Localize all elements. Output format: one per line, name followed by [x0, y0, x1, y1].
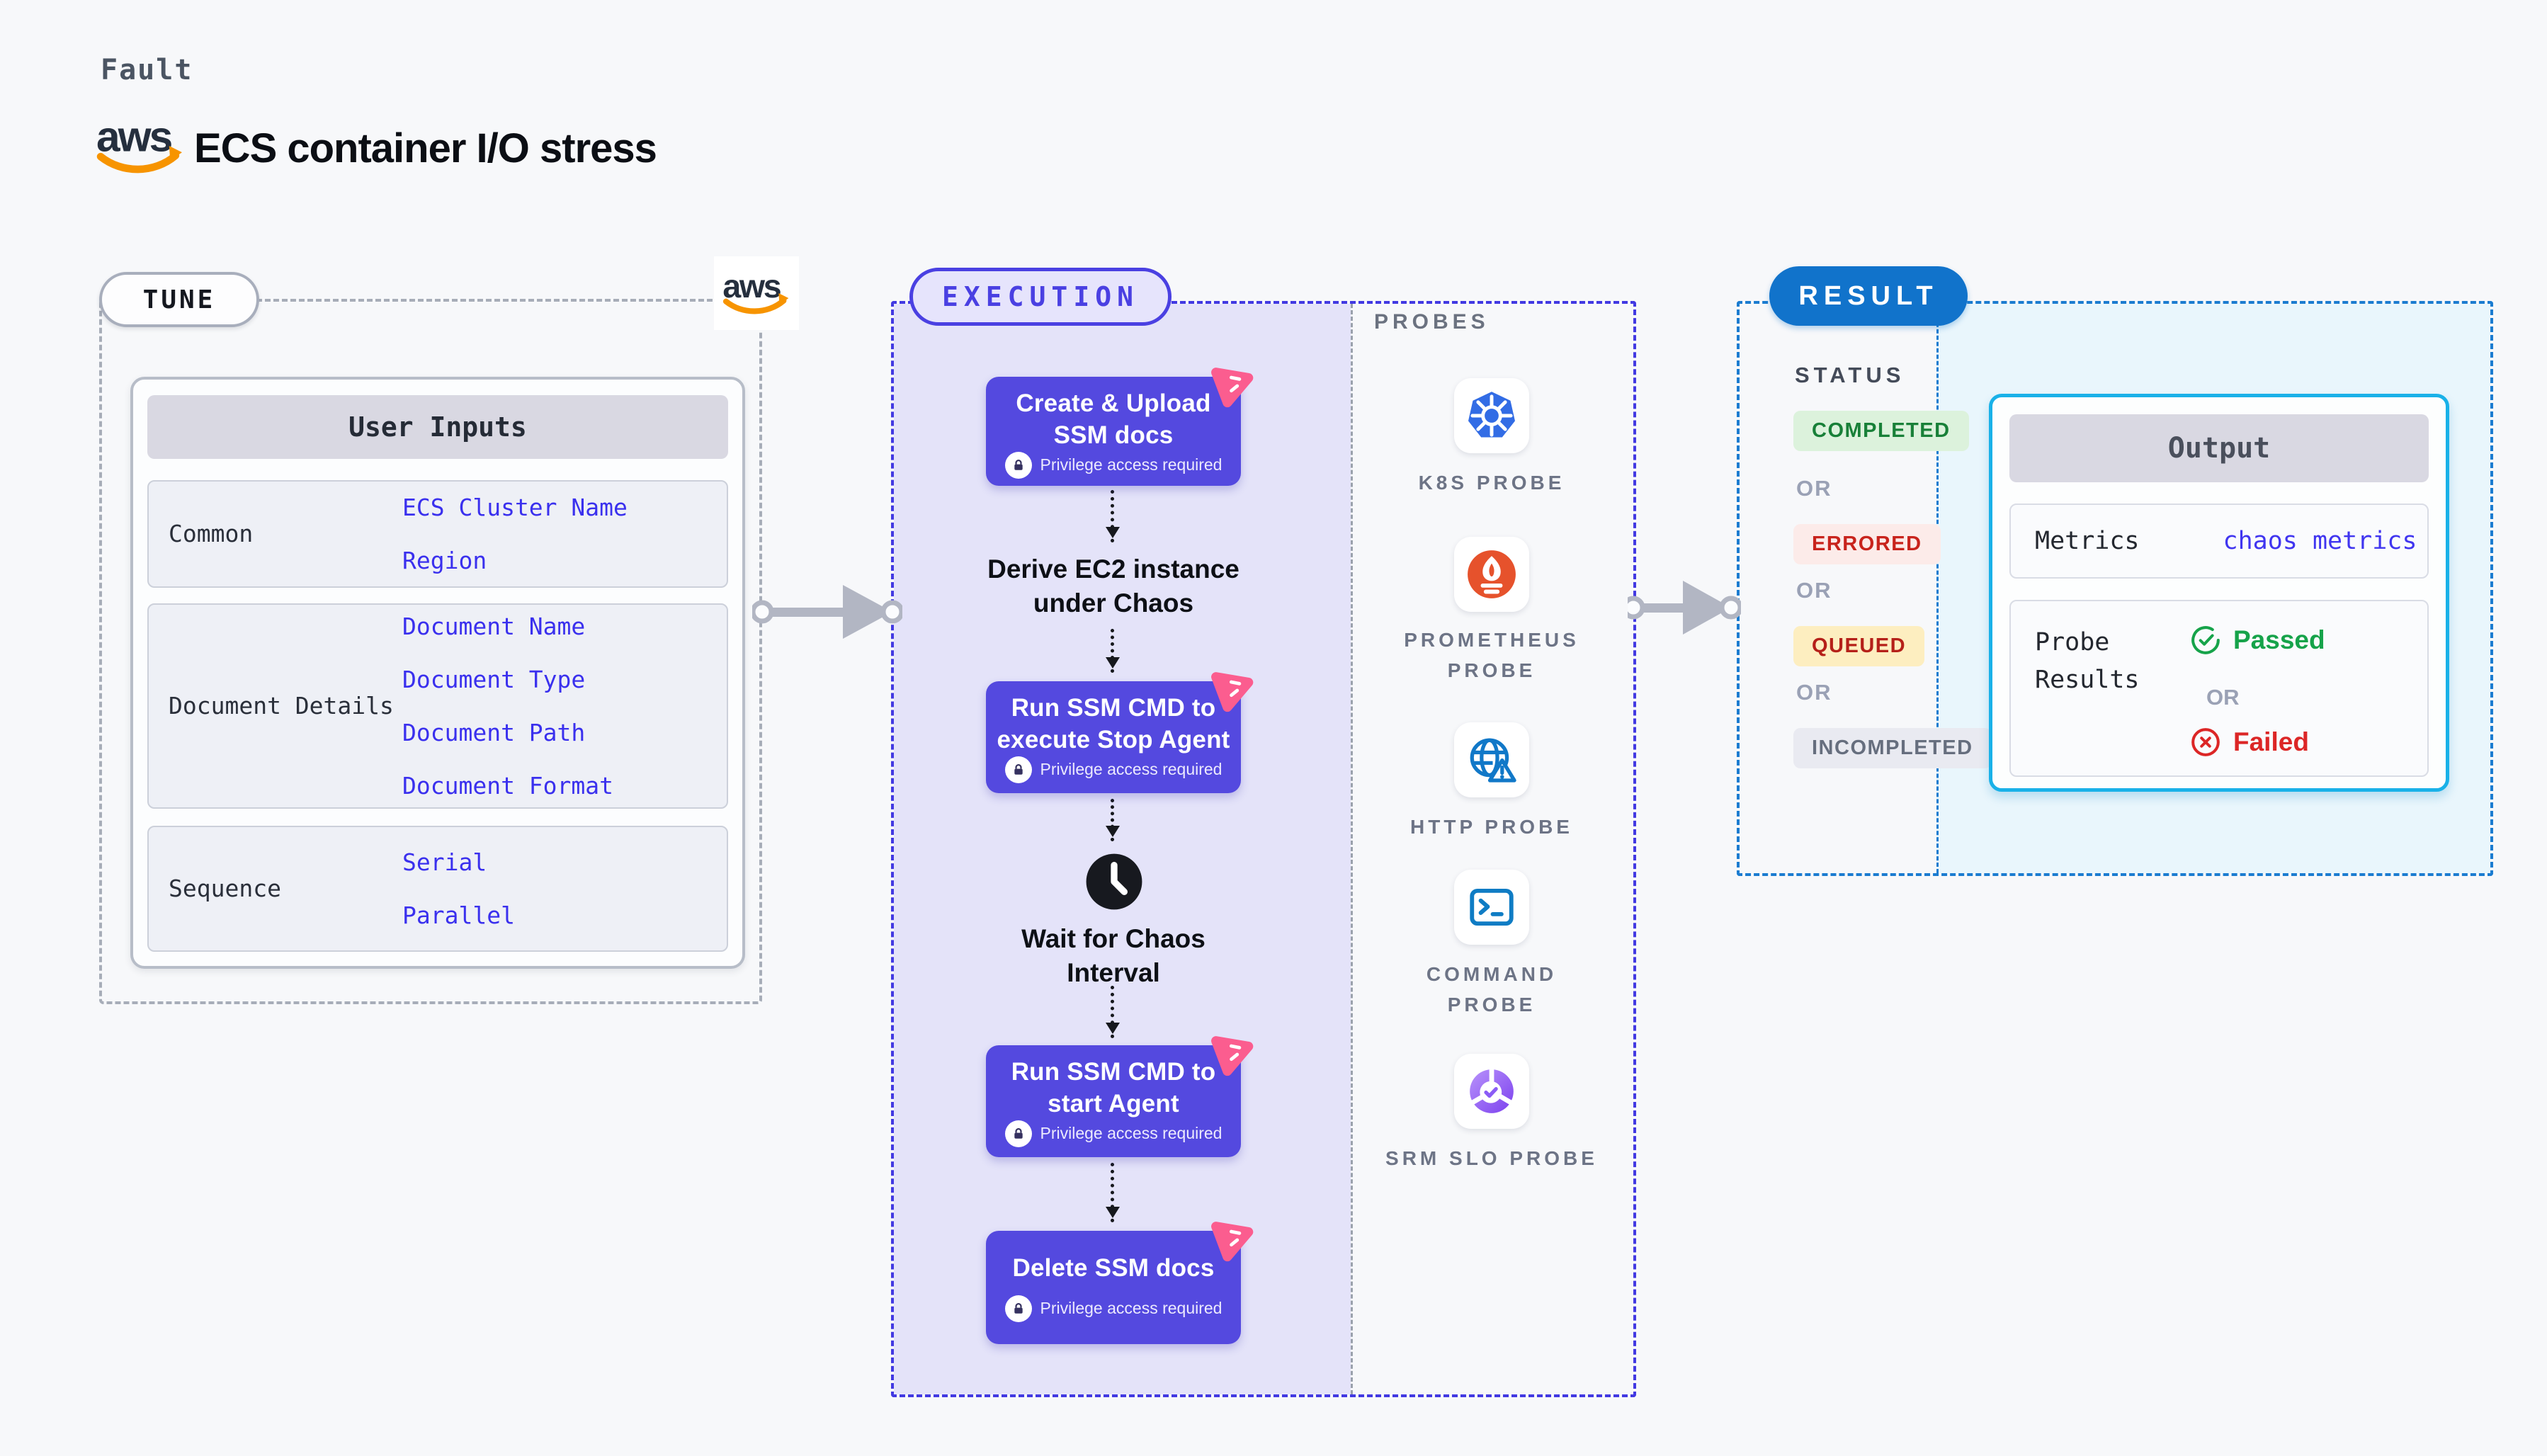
- step-run-ssm-stop-agent: Run SSM CMD to execute Stop Agent Privil…: [986, 672, 1254, 793]
- output-card: Output Metrics chaos metrics Probe Resul…: [1989, 394, 2449, 792]
- input-value: Region: [402, 547, 487, 574]
- input-value: ECS Cluster Name: [402, 494, 628, 521]
- step-run-ssm-start-agent: Run SSM CMD to start Agent Privilege acc…: [986, 1036, 1254, 1157]
- probes-column-label: PROBES: [1374, 310, 1490, 334]
- flow-connector: [1106, 799, 1120, 841]
- status-badge-queued: QUEUED: [1793, 626, 1925, 666]
- privilege-badge: Privilege access required: [1004, 1120, 1223, 1147]
- probe-label: SRM SLO PROBE: [1385, 1147, 1598, 1169]
- input-value: Serial: [402, 848, 487, 876]
- execution-pill: EXECUTION: [909, 268, 1172, 326]
- input-row-label: Document Details: [169, 692, 394, 720]
- execution-pill-label: EXECUTION: [942, 281, 1139, 312]
- clock-icon: [1086, 853, 1142, 910]
- flow-connector: [1106, 986, 1120, 1038]
- flow-connector: [1106, 1163, 1120, 1222]
- input-row-label: Common: [169, 520, 254, 548]
- step-title: Run SSM CMD to execute Stop Agent: [997, 694, 1230, 753]
- status-badge-completed: COMPLETED: [1793, 411, 1969, 451]
- or-separator: OR: [2206, 685, 2240, 710]
- tune-section-box: [99, 299, 762, 1004]
- output-title: Output: [2167, 432, 2271, 465]
- tune-pill: TUNE: [99, 272, 259, 327]
- metrics-row: Metrics chaos metrics: [2009, 504, 2429, 579]
- probe-label: HTTP PROBE: [1410, 816, 1573, 838]
- status-column-label: STATUS: [1795, 363, 1905, 387]
- privilege-text: Privilege access required: [1040, 760, 1223, 779]
- input-value: Document Name: [402, 613, 586, 640]
- privilege-text: Privilege access required: [1040, 1299, 1223, 1318]
- execution-to-result-arrow: [1628, 581, 1741, 635]
- or-separator: OR: [1796, 680, 1832, 705]
- lock-icon: [1004, 756, 1032, 783]
- result-pill-label: RESULT: [1798, 280, 1939, 311]
- privilege-text: Privilege access required: [1040, 455, 1223, 474]
- lock-icon: [1004, 451, 1032, 479]
- step-title: Create & Upload SSM docs: [1016, 389, 1211, 449]
- step-wait-chaos-interval: Wait for Chaos Interval: [1021, 924, 1206, 988]
- probe-result-passed: Passed: [2189, 624, 2325, 656]
- lock-icon: [1004, 1295, 1032, 1322]
- probe-results-label: Probe Results: [2035, 628, 2140, 694]
- x-circle-icon: [2191, 728, 2220, 756]
- privilege-badge: Privilege access required: [1004, 1295, 1223, 1322]
- output-card-header: Output: [2009, 414, 2429, 482]
- prometheus-icon: [1454, 537, 1529, 612]
- aws-wordmark: aws: [722, 271, 780, 305]
- page-title: ECS container I/O stress: [194, 125, 657, 171]
- probe-results-row: Probe Results Passed OR Failed: [2009, 600, 2429, 777]
- status-badge-errored: ERRORED: [1793, 524, 1941, 564]
- probe-result-failed: Failed: [2189, 726, 2309, 758]
- step-title: Run SSM CMD to start Agent: [1011, 1058, 1216, 1117]
- probe-label: PROMETHEUS PROBE: [1404, 629, 1579, 682]
- status-badge-incompleted: INCOMPLETED: [1793, 728, 1992, 768]
- step-delete-ssm-docs: Delete SSM docs Privilege access require…: [986, 1222, 1254, 1344]
- or-separator: OR: [1796, 476, 1832, 501]
- metrics-value: chaos metrics: [2223, 527, 2417, 555]
- chaos-flag-icon: [1211, 1036, 1254, 1076]
- flow-connector: [1106, 490, 1120, 542]
- user-inputs-header: User Inputs: [147, 395, 728, 459]
- aws-logo-icon: aws: [722, 271, 789, 314]
- privilege-badge: Privilege access required: [1004, 451, 1223, 479]
- step-create-upload-ssm-docs: Create & Upload SSM docs Privilege acces…: [986, 368, 1254, 486]
- failed-text: Failed: [2233, 727, 2309, 756]
- kubernetes-icon: [1454, 378, 1529, 453]
- input-value: Parallel: [402, 902, 515, 929]
- terminal-icon: [1454, 870, 1529, 945]
- input-row-sequence: Sequence Serial Parallel: [147, 826, 728, 952]
- probe-label: COMMAND PROBE: [1426, 963, 1558, 1016]
- user-inputs-title: User Inputs: [348, 411, 527, 443]
- chaos-flag-icon: [1211, 368, 1254, 408]
- input-row-common: Common ECS Cluster Name Region: [147, 480, 728, 588]
- tune-pill-label: TUNE: [142, 285, 216, 314]
- chaos-flag-icon: [1211, 1222, 1254, 1262]
- passed-text: Passed: [2233, 625, 2325, 654]
- input-value: Document Path: [402, 719, 586, 746]
- input-value: Document Type: [402, 666, 586, 693]
- privilege-text: Privilege access required: [1040, 1124, 1223, 1143]
- result-pill: RESULT: [1769, 266, 1968, 326]
- flow-connector: [1106, 629, 1120, 673]
- tune-aws-corner: aws: [714, 256, 799, 330]
- metrics-label: Metrics: [2035, 527, 2140, 555]
- execution-probes-divider: [1351, 304, 1353, 1394]
- check-circle-icon: [2191, 626, 2220, 654]
- step-title: Delete SSM docs: [1012, 1254, 1215, 1282]
- input-row-document-details: Document Details Document Name Document …: [147, 603, 728, 809]
- tune-to-execution-arrow: [752, 585, 902, 639]
- chaos-flag-icon: [1211, 672, 1254, 712]
- globe-alert-icon: [1454, 722, 1529, 797]
- privilege-badge: Privilege access required: [1004, 756, 1223, 783]
- input-row-label: Sequence: [169, 875, 281, 903]
- slo-donut-icon: [1454, 1054, 1529, 1129]
- probe-label: K8S PROBE: [1418, 472, 1565, 494]
- fault-eyebrow: Fault: [101, 54, 193, 86]
- step-derive-ec2: Derive EC2 instance under Chaos: [987, 554, 1240, 618]
- lock-icon: [1004, 1120, 1032, 1147]
- or-separator: OR: [1796, 578, 1832, 603]
- aws-wordmark: aws: [96, 116, 172, 161]
- aws-logo-icon: aws: [96, 116, 182, 174]
- input-value: Document Format: [402, 772, 614, 800]
